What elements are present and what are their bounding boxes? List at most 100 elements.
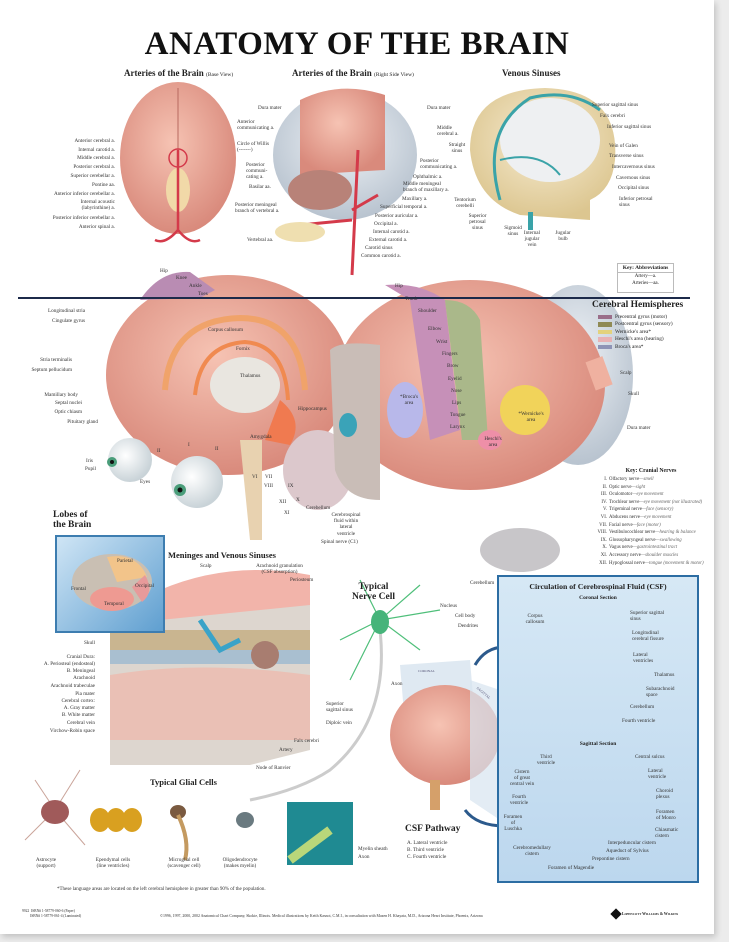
anatomy-label: Eyelid bbox=[448, 376, 462, 382]
anatomy-label: Ankle bbox=[189, 283, 202, 289]
legend-label: Heschl's area (hearing) bbox=[615, 336, 664, 343]
publisher-name: Lippincott Williams & Wilkins bbox=[622, 912, 679, 916]
anatomy-label: IX bbox=[288, 483, 294, 489]
nerve-name: Oculomotor bbox=[609, 492, 633, 498]
sagittal-section-heading: Sagittal Section bbox=[579, 741, 617, 747]
anatomy-label: Hippocampus bbox=[298, 406, 327, 412]
anatomy-label: Astrocyte (support) bbox=[35, 857, 57, 870]
anatomy-label: A. Gray matter bbox=[63, 705, 95, 711]
isbn-info: 9922 ISBN# 1-58779-060-6 (Paper) ISBN# 1… bbox=[22, 909, 82, 918]
anatomy-label: Virchow-Robin space bbox=[49, 728, 95, 734]
anatomy-label: Internal carotid a. bbox=[78, 147, 115, 153]
anatomy-label: Falx cerebri bbox=[294, 738, 319, 744]
footnote: *These language areas are located on the… bbox=[57, 887, 266, 892]
anatomy-label: *Wernicke's area bbox=[518, 411, 544, 424]
anatomy-label: Cerebellum bbox=[470, 580, 495, 586]
nerve-number: VII. bbox=[599, 522, 607, 528]
anatomy-label: Skull bbox=[84, 640, 95, 646]
anatomy-label: Scalp bbox=[200, 563, 212, 569]
legend-swatch bbox=[598, 337, 612, 342]
heading-subtext: (Right Side View) bbox=[373, 72, 414, 78]
sagittal-brain-illustration bbox=[106, 271, 353, 540]
meninges-heading: Meninges and Venous Sinuses bbox=[168, 550, 276, 560]
anatomy-label: B. White matter bbox=[61, 712, 95, 718]
glial-cells-heading: Typical Glial Cells bbox=[150, 777, 217, 787]
cranial-nerve-item: VI.Abducens nerve—eye movement bbox=[596, 514, 706, 522]
anatomy-label: Posterior meningeal branch of vertebral … bbox=[235, 202, 280, 215]
anatomy-label: Superior sagittal sinus bbox=[630, 610, 665, 623]
anatomy-label: Amygdala bbox=[250, 434, 272, 440]
anatomy-label: Cranial Dura: bbox=[66, 654, 95, 660]
cranial-nerve-item: V.Trigeminal nerve—face (sensory) bbox=[596, 506, 706, 514]
anatomy-label: Axon bbox=[358, 854, 370, 860]
anatomy-label: A. Periosteal (endosteal) bbox=[43, 661, 95, 667]
anatomy-label: VIII bbox=[264, 483, 273, 489]
anatomy-label: XII bbox=[279, 499, 287, 505]
nerve-function: —shoulder muscles bbox=[640, 552, 679, 558]
anatomy-label: Pupil bbox=[85, 466, 96, 472]
anatomy-label: Superficial temporal a. bbox=[380, 204, 428, 210]
nerve-function: —gastrointestinal tract bbox=[632, 545, 678, 551]
cerebral-hemispheres-heading: Cerebral Hemispheres bbox=[592, 300, 684, 310]
anatomy-label: I bbox=[188, 442, 190, 448]
cranial-nerve-item: XII.Hypoglossal nerve—tongue (movement &… bbox=[596, 560, 706, 568]
heading-subtext: (Base View) bbox=[205, 72, 234, 78]
nerve-number: II. bbox=[602, 484, 607, 490]
anatomy-label: Corpus callosum bbox=[525, 613, 545, 626]
nerve-name: Abducens nerve bbox=[609, 514, 641, 520]
lobes-panel bbox=[55, 535, 165, 633]
anatomy-label: VII bbox=[265, 474, 273, 480]
anatomy-label: Larynx bbox=[450, 424, 465, 430]
anatomy-label: Wrist bbox=[436, 339, 448, 345]
nerve-number: X. bbox=[602, 545, 607, 551]
side-view-arteries-illustration bbox=[273, 88, 417, 276]
anatomy-label: Anterior cerebral a. bbox=[74, 138, 115, 144]
anatomy-label: Brow bbox=[447, 363, 459, 369]
anatomy-label: Cerebral cortex: bbox=[61, 698, 95, 704]
anatomy-label: Middle cerebral a. bbox=[437, 125, 459, 138]
anatomy-label: Circle of Willis (-------) bbox=[237, 141, 269, 154]
anatomy-label: Superior petrosal sinus bbox=[468, 213, 487, 232]
legend-swatch bbox=[598, 322, 612, 327]
anatomy-label: *Broca's area bbox=[400, 394, 418, 407]
anatomy-label: Thalamus bbox=[240, 373, 261, 379]
abbreviation-item: Arteries—aa. bbox=[632, 281, 659, 286]
anatomy-label: Prepontine cistern bbox=[592, 856, 630, 862]
anatomy-label: Septum pellucidum bbox=[31, 367, 73, 373]
anatomy-label: Shoulder bbox=[418, 308, 437, 314]
nerve-function: —eye movement bbox=[632, 492, 664, 498]
anatomy-label: Vein of Galen bbox=[609, 143, 638, 149]
csf-circulation-panel bbox=[497, 575, 699, 883]
anatomy-label: Ependymal cells (line ventricles) bbox=[95, 857, 131, 870]
anatomy-label: Dendrites bbox=[458, 623, 479, 629]
anatomy-label: Lips bbox=[452, 400, 462, 406]
legend-item: Broca's area* bbox=[598, 343, 673, 351]
anatomy-label: Fingers bbox=[442, 351, 458, 357]
coronal-section-heading: Coronal Section bbox=[579, 595, 617, 601]
arteries-base-heading: Arteries of the Brain (Base View) bbox=[124, 68, 233, 78]
abbreviation-item: Artery—a. bbox=[634, 274, 657, 279]
anatomy-label: Skull bbox=[628, 391, 639, 397]
anatomy-label: Axon bbox=[391, 681, 403, 687]
section-divider bbox=[18, 297, 690, 299]
nerve-function: —sight bbox=[631, 484, 646, 490]
meninges-block-illustration bbox=[110, 570, 310, 765]
anatomy-label: Posterior communicating a. bbox=[420, 158, 458, 171]
nerve-name: Trochlear nerve bbox=[609, 499, 640, 505]
csf-pathway-item: C. Fourth ventricle bbox=[407, 854, 447, 860]
poster-title: ANATOMY OF THE BRAIN bbox=[144, 26, 570, 62]
nerve-function: —eye movement bbox=[640, 514, 672, 520]
anatomy-label: Pontine aa. bbox=[91, 182, 115, 188]
anatomy-label: Vertebral aa. bbox=[247, 237, 274, 243]
anatomy-label: Subarachnoid space bbox=[646, 686, 675, 699]
anatomy-label: Foramen of Magendie bbox=[548, 865, 595, 871]
anatomy-label: Internal carotid a. bbox=[373, 229, 410, 235]
cranial-nerve-item: VIII.Vestibulocochlear nerve—hearing & b… bbox=[596, 529, 706, 537]
anatomy-label: Basilar aa. bbox=[249, 184, 271, 190]
anatomy-label: Pia mater bbox=[75, 691, 95, 697]
anatomy-label: Internal acoustic (labyrinthine) a. bbox=[80, 199, 115, 212]
anatomy-label: Arachnoid granulation (CSF absorption) bbox=[256, 563, 303, 576]
anatomy-label: VI bbox=[252, 474, 258, 480]
anatomy-label: Cell body bbox=[455, 613, 476, 619]
anatomy-label: Occipital a. bbox=[374, 221, 398, 227]
